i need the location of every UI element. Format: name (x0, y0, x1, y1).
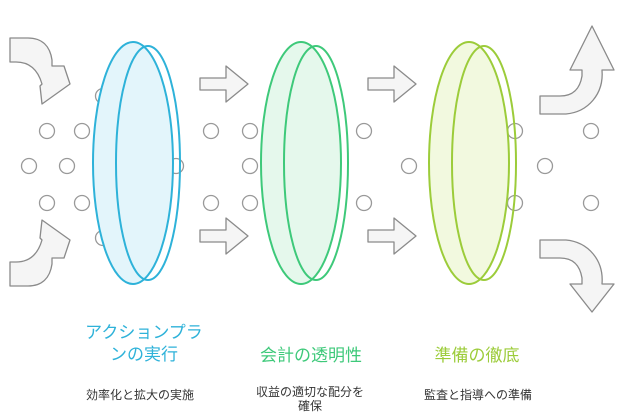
stage-1-ring (92, 41, 181, 285)
stage-2-ring (260, 41, 349, 285)
stage-3-description: 監査と指導への準備 (423, 388, 532, 402)
particle-dot (355, 194, 373, 212)
particle-dot (400, 157, 418, 175)
stage-2-title: 会計の透明性 (260, 346, 362, 366)
stage-2-description: 収益の適切な配分を 確保 (255, 385, 364, 413)
particle-dot (241, 122, 259, 140)
stage-3-ring (428, 41, 517, 285)
particle-dot (582, 122, 600, 140)
particle-dot (73, 194, 91, 212)
particle-dot (38, 122, 56, 140)
particle-dot (20, 157, 38, 175)
arrow-right-icon (367, 217, 417, 255)
input-arrow-bottom-icon (9, 219, 71, 287)
input-arrow-top-icon (9, 37, 71, 105)
particle-dot (58, 157, 76, 175)
output-arrow-down-icon (539, 239, 615, 313)
particle-dot (536, 157, 554, 175)
stage-1-description: 効率化と拡大の実施 (85, 388, 194, 402)
particle-dot (241, 194, 259, 212)
particle-dot (202, 194, 220, 212)
particle-dot (38, 194, 56, 212)
particle-dot (582, 194, 600, 212)
output-arrow-up-icon (539, 25, 615, 115)
particle-dot (202, 122, 220, 140)
particle-dot (355, 122, 373, 140)
arrow-right-icon (199, 217, 249, 255)
particle-dot (73, 122, 91, 140)
stage-1-title: アクションプラ ンの実行 (85, 323, 203, 365)
arrow-right-icon (199, 65, 249, 103)
particle-dot (241, 157, 259, 175)
arrow-right-icon (367, 65, 417, 103)
stage-3-title: 準備の徹底 (434, 346, 520, 366)
